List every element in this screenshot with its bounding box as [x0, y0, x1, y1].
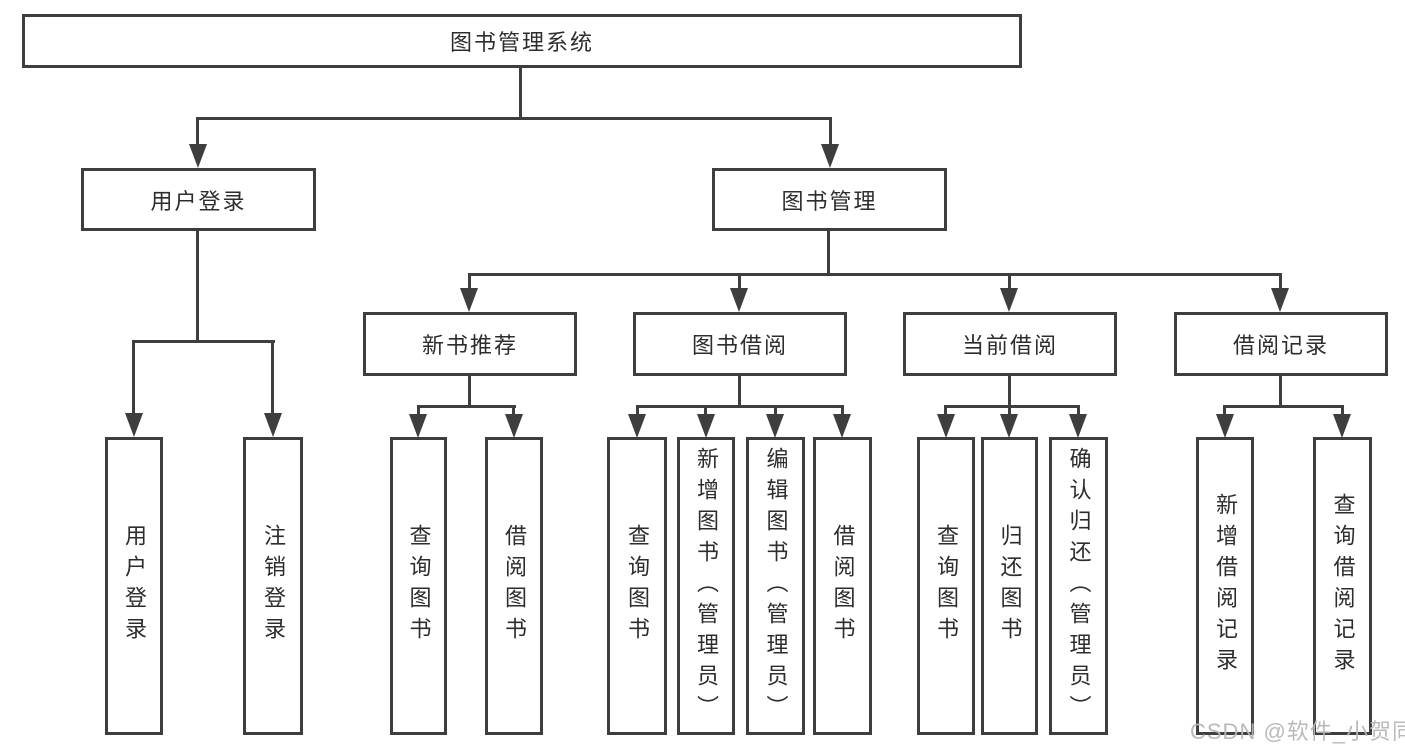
node-label: 当前借阅: [961, 333, 1058, 358]
leaf-query-books: 查询图书: [390, 437, 447, 735]
node-new-book-recommendation: 新书推荐: [363, 312, 577, 376]
connector-root-right-drop: [829, 117, 832, 149]
connector-root-stem: [519, 68, 522, 120]
arrow-down-icon: [1000, 414, 1018, 438]
connector-root-bar: [196, 117, 832, 120]
node-label: 用户登录: [150, 188, 247, 214]
leaf-label: 归还图书: [997, 524, 1023, 648]
leaf-query-books: 查询图书: [607, 437, 667, 735]
arrow-down-icon: [1216, 414, 1234, 438]
arrow-down-icon: [1271, 288, 1289, 312]
arrow-down-icon: [821, 144, 839, 168]
connector-user-login-drop: [132, 340, 135, 416]
connector-newbook-bar: [417, 405, 516, 408]
connector-drop: [1341, 405, 1344, 417]
connector-drop: [1077, 405, 1080, 417]
leaf-label: 查询图书: [406, 524, 432, 648]
leaf-label: 新增图书（管理员）: [694, 446, 719, 726]
node-root-library-management-system: 图书管理系统: [22, 14, 1022, 68]
connector-drop: [774, 405, 777, 417]
arrow-down-icon: [505, 414, 523, 438]
connector-drop: [1279, 273, 1282, 291]
leaf-add-books-admin: 新增图书（管理员）: [677, 437, 735, 735]
connector-drop: [1008, 405, 1011, 417]
arrow-down-icon: [1000, 288, 1018, 312]
connector-records-stem: [1279, 376, 1282, 407]
leaf-label: 借阅图书: [502, 524, 527, 648]
connector-user-login-stem: [196, 231, 199, 343]
connector-current-stem: [1008, 376, 1011, 407]
connector-drop: [944, 405, 947, 417]
arrow-down-icon: [697, 414, 715, 438]
connector-records-bar: [1224, 405, 1344, 408]
leaf-label: 借阅图书: [830, 524, 856, 648]
connector-drop: [468, 273, 471, 291]
leaf-query-books: 查询图书: [917, 437, 975, 735]
arrow-down-icon: [937, 414, 955, 438]
arrow-down-icon: [189, 144, 207, 168]
leaf-borrow-books: 借阅图书: [485, 437, 543, 735]
connector-borrow-bar: [636, 405, 844, 408]
leaf-label: 新增借阅记录: [1213, 493, 1238, 679]
connector-drop: [1008, 273, 1011, 291]
connector-drop: [417, 405, 420, 417]
arrow-down-icon: [766, 414, 784, 438]
leaf-return-books: 归还图书: [981, 437, 1038, 735]
connector-drop: [1223, 405, 1226, 417]
arrow-down-icon: [264, 413, 282, 437]
connector-drop: [636, 405, 639, 417]
leaf-add-borrow-record: 新增借阅记录: [1196, 437, 1254, 735]
connector-book-mgmt-stem: [827, 231, 830, 276]
leaf-label: 查询图书: [625, 524, 650, 648]
csdn-watermark: CSDN @软件_小贺同学: [1190, 719, 1405, 744]
connector-drop: [512, 405, 515, 417]
leaf-query-borrow-record: 查询借阅记录: [1313, 437, 1372, 735]
leaf-label: 编辑图书（管理员）: [763, 446, 789, 726]
connector-drop: [841, 405, 844, 417]
connector-logout-drop: [271, 340, 274, 416]
leaf-confirm-return-admin: 确认归还（管理员）: [1049, 437, 1108, 735]
node-label: 图书管理: [781, 188, 878, 214]
arrow-down-icon: [125, 413, 143, 437]
node-label: 图书借阅: [691, 333, 788, 358]
connector-borrow-stem: [738, 376, 741, 407]
connector-user-login-bar: [132, 340, 275, 343]
arrow-down-icon: [833, 414, 851, 438]
leaf-logout: 注销登录: [243, 437, 303, 735]
leaf-label: 查询借阅记录: [1330, 493, 1356, 679]
connector-current-bar: [945, 405, 1080, 408]
node-book-borrowing: 图书借阅: [633, 312, 847, 376]
connector-root-left-drop: [196, 117, 199, 149]
arrow-down-icon: [1069, 414, 1087, 438]
node-label: 新书推荐: [421, 333, 518, 358]
node-borrowing-records: 借阅记录: [1174, 312, 1388, 376]
connector-drop: [738, 273, 741, 291]
connector-newbook-stem: [468, 376, 471, 407]
node-label: 图书管理系统: [449, 30, 594, 55]
node-current-borrowing: 当前借阅: [903, 312, 1117, 376]
node-book-management: 图书管理: [712, 168, 947, 231]
node-user-login: 用户登录: [81, 168, 316, 231]
node-label: 借阅记录: [1232, 333, 1329, 358]
arrow-down-icon: [409, 414, 427, 438]
connector-book-mgmt-bar: [468, 273, 1282, 276]
leaf-label: 确认归还（管理员）: [1066, 446, 1092, 726]
arrow-down-icon: [730, 288, 748, 312]
arrow-down-icon: [1333, 414, 1351, 438]
leaf-edit-books-admin: 编辑图书（管理员）: [746, 437, 805, 735]
connector-drop: [704, 405, 707, 417]
arrow-down-icon: [628, 414, 646, 438]
leaf-label: 注销登录: [261, 524, 286, 648]
leaf-user-login: 用户登录: [105, 437, 163, 735]
leaf-borrow-books: 借阅图书: [813, 437, 872, 735]
leaf-label: 用户登录: [122, 524, 147, 648]
leaf-label: 查询图书: [934, 524, 959, 648]
arrow-down-icon: [460, 288, 478, 312]
